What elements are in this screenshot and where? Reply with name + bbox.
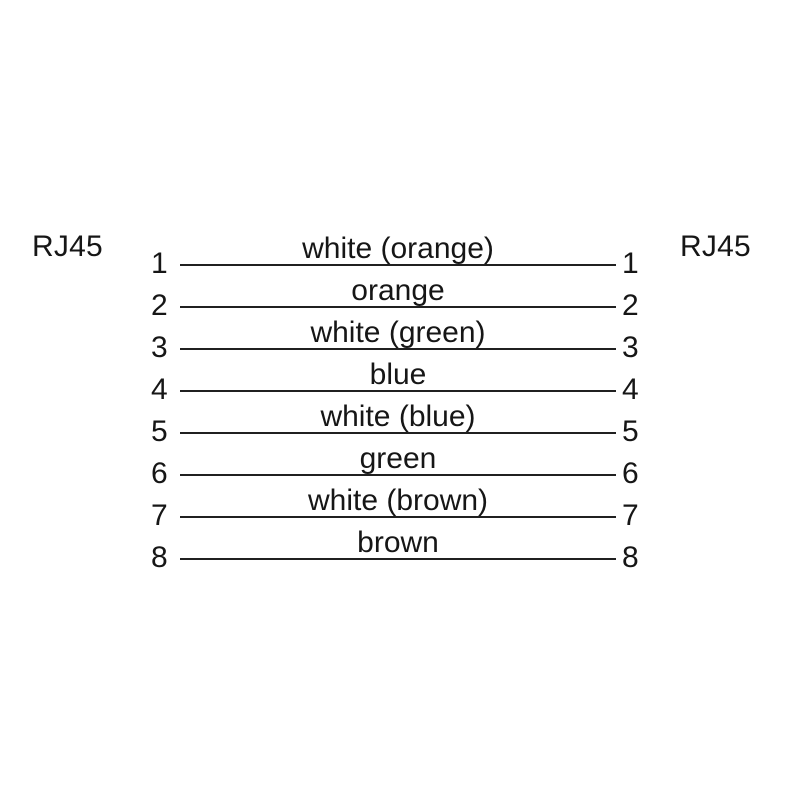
wire-line [180,348,616,350]
connector-label-right: RJ45 [680,230,751,263]
wire-line [180,390,616,392]
pin-number-left: 6 [151,457,168,490]
wire-line [180,432,616,434]
pin-number-right: 7 [622,499,639,532]
pin-number-left: 8 [151,541,168,574]
wire-label-container: white (blue) [180,398,616,432]
connector-label-left: RJ45 [32,230,103,263]
pin-number-left: 3 [151,331,168,364]
wire-label: white (green) [310,316,486,349]
wire-line [180,558,616,560]
wire-label-container: orange [180,272,616,306]
wire-label: white (orange) [302,232,494,265]
pin-number-left: 7 [151,499,168,532]
wire-label: white (brown) [307,484,489,517]
wire-label-container: white (green) [180,314,616,348]
wire-label: white (blue) [320,400,476,433]
pin-number-right: 3 [622,331,639,364]
wire-label: blue [369,358,427,391]
pin-number-right: 5 [622,415,639,448]
wire-label-container: blue [180,356,616,390]
pin-number-left: 2 [151,289,168,322]
pin-number-right: 6 [622,457,639,490]
wire-label: brown [357,526,439,559]
pin-number-right: 4 [622,373,639,406]
pin-number-left: 1 [151,247,168,280]
pin-number-right: 8 [622,541,639,574]
wire-line [180,306,616,308]
wire-line [180,264,616,266]
wire-line [180,516,616,518]
pin-number-left: 5 [151,415,168,448]
wire-label-container: white (brown) [180,482,616,516]
pin-number-right: 2 [622,289,639,322]
wire-label-container: brown [180,524,616,558]
wire-label-container: green [180,440,616,474]
wire-label-container: white (orange) [180,230,616,264]
wire-label: orange [351,274,445,307]
pin-number-right: 1 [622,247,639,280]
wire-label: green [359,442,437,475]
wire-line [180,474,616,476]
pin-number-left: 4 [151,373,168,406]
